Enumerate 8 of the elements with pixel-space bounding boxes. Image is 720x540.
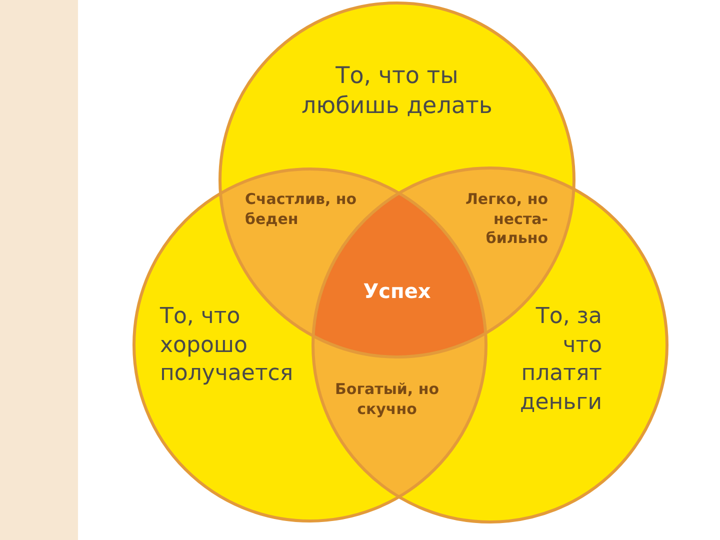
overlap-label: Успех (362, 278, 432, 304)
circle-label: То, за что платят деньги (519, 303, 602, 417)
overlap-label: Счастлив, но беден (245, 190, 358, 229)
overlap-region (313, 333, 486, 497)
circle-label: То, что ты любишь делать (300, 62, 494, 121)
circle-label: То, что хорошо получается (160, 303, 294, 388)
overlap-label: Богатый, но скучно (334, 380, 440, 419)
overlap-label: Легко, но неста-бильно (464, 190, 548, 248)
